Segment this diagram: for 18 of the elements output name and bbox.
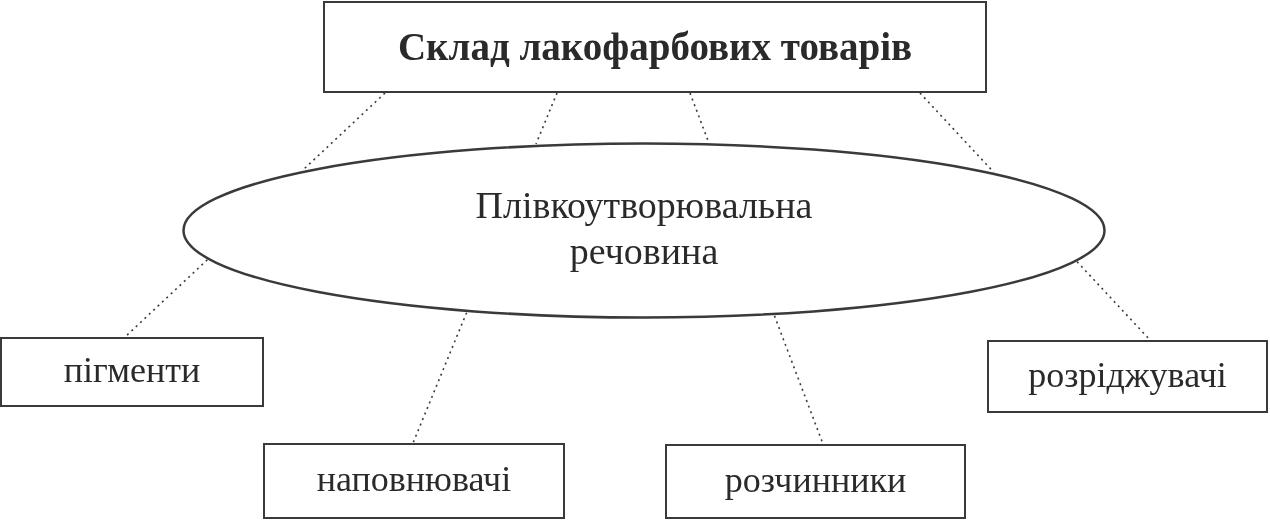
dotted-connector [301,92,386,172]
category-box [263,443,565,519]
ellipse [182,142,1106,319]
dotted-connector [919,92,995,174]
dotted-connector [535,92,558,145]
dotted-connector [412,311,468,444]
box-label: Склад лакофарбових товарів [397,25,913,69]
box-label: розчинники [724,458,907,501]
heading-box [323,1,987,93]
box-label: пігменти [63,349,201,391]
dotted-connector [1076,260,1151,341]
category-box [665,444,966,519]
dotted-connector [124,259,209,338]
category-box [0,337,264,407]
category-box [987,340,1268,413]
ellipse-label: Плівкоутворювальна речовина [474,182,814,274]
box-label: розріджувачі [1028,353,1227,396]
box-label: наповнювачі [316,458,512,500]
